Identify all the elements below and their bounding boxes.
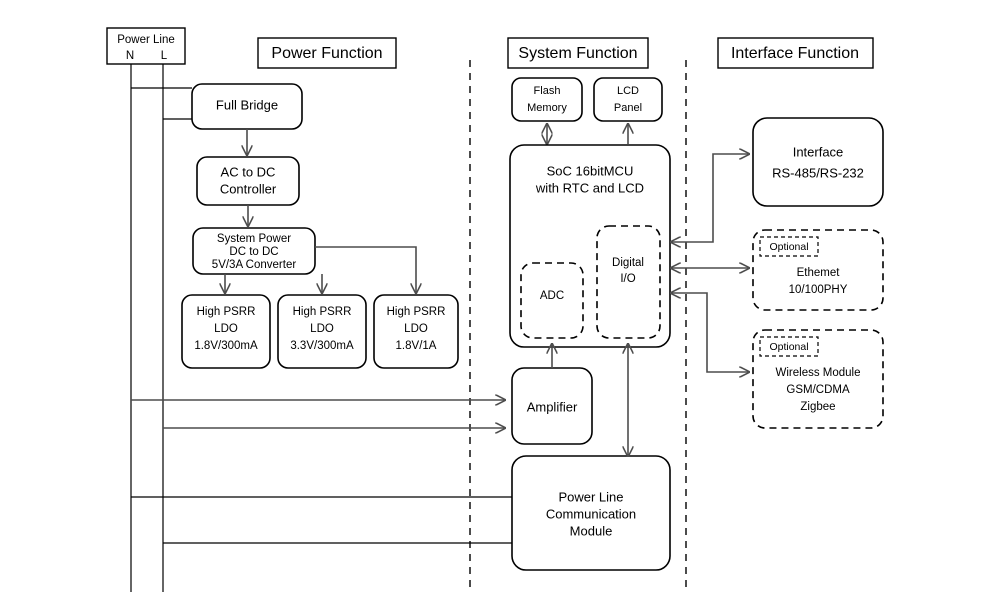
block-full-bridge-label: Full Bridge	[216, 97, 278, 112]
block-ldo2-line2: LDO	[310, 323, 334, 335]
block-ldo3-line1: High PSRR	[387, 306, 446, 318]
block-plc-line1: Power Line	[558, 489, 623, 504]
block-ldo3-line2: LDO	[404, 323, 428, 335]
section-title-interface: Interface Function	[717, 37, 874, 69]
block-lcd-line2: Panel	[614, 102, 642, 114]
section-title-power: Power Function	[257, 37, 397, 69]
block-plc-module[interactable]: Power Line Communication Module	[511, 455, 671, 571]
block-ldo2-line1: High PSRR	[293, 306, 352, 318]
block-amplifier-label: Amplifier	[527, 399, 578, 414]
block-ldo3-line3: 1.8V/1A	[396, 340, 437, 352]
block-interface-serial[interactable]: Interface RS-485/RS-232	[752, 117, 884, 207]
section-title-system-label: System Function	[518, 45, 637, 62]
section-title-system: System Function	[507, 37, 649, 69]
block-full-bridge[interactable]: Full Bridge	[191, 83, 303, 130]
block-plc-line2: Communication	[546, 506, 636, 521]
wire-digitalio-to-wireless	[671, 293, 749, 372]
block-plc-line3: Module	[570, 523, 613, 538]
block-interface-line2: RS-485/RS-232	[772, 165, 864, 180]
block-ac-to-dc-controller[interactable]: AC to DC Controller	[196, 156, 300, 206]
block-ldo1-line3: 1.8V/300mA	[194, 340, 258, 352]
block-adc-label: ADC	[540, 290, 564, 302]
section-title-power-label: Power Function	[271, 45, 382, 62]
block-ethernet-optional-badge: Optional	[769, 241, 808, 253]
block-ac-to-dc-line2: Controller	[220, 181, 277, 196]
block-system-power-converter[interactable]: System Power DC to DC 5V/3A Converter	[192, 227, 316, 275]
block-ldo-1v8-300ma[interactable]: High PSRR LDO 1.8V/300mA	[181, 294, 271, 369]
block-ldo1-line2: LDO	[214, 323, 238, 335]
block-flash-line2: Memory	[527, 102, 567, 114]
block-ldo2-line3: 3.3V/300mA	[290, 340, 354, 352]
block-flash-memory[interactable]: Flash Memory	[511, 77, 583, 122]
wire-syspower-to-ldo3	[315, 246, 416, 293]
block-ldo-3v3-300ma[interactable]: High PSRR LDO 3.3V/300mA	[277, 294, 367, 369]
power-line-source: Power Line N L	[106, 27, 186, 65]
block-ethernet-line1: Ethemet	[797, 267, 841, 279]
block-wireless-line3: Zigbee	[800, 401, 835, 413]
block-wireless-line2: GSM/CDMA	[786, 384, 850, 396]
block-ldo1-line1: High PSRR	[197, 306, 256, 318]
block-system-power-line1: System Power	[217, 233, 291, 245]
block-lcd-panel[interactable]: LCD Panel	[593, 77, 663, 122]
block-wireless-module[interactable]: Optional Wireless Module GSM/CDMA Zigbee	[752, 329, 884, 429]
block-wireless-optional-badge: Optional	[769, 341, 808, 353]
block-interface-line1: Interface	[793, 144, 844, 159]
block-ethernet-phy[interactable]: Optional Ethemet 10/100PHY	[752, 229, 884, 311]
block-digital-io-line2: I/O	[620, 273, 635, 285]
block-ethernet-line2: 10/100PHY	[789, 284, 848, 296]
block-ac-to-dc-line1: AC to DC	[221, 164, 276, 179]
block-system-power-line3: 5V/3A Converter	[212, 259, 297, 271]
power-line-terminal-n: N	[126, 50, 134, 62]
block-soc-line1: SoC 16bitMCU	[547, 163, 634, 178]
block-wireless-line1: Wireless Module	[776, 367, 861, 379]
block-ldo-1v8-1a[interactable]: High PSRR LDO 1.8V/1A	[373, 294, 459, 369]
block-lcd-line1: LCD	[617, 85, 639, 97]
section-title-interface-label: Interface Function	[731, 45, 859, 62]
block-soc-line2: with RTC and LCD	[535, 180, 644, 195]
block-flash-line1: Flash	[534, 85, 561, 97]
block-digital-io[interactable]: Digital I/O	[596, 225, 661, 339]
block-system-power-line2: DC to DC	[229, 246, 278, 258]
block-amplifier[interactable]: Amplifier	[511, 367, 593, 445]
block-digital-io-line1: Digital	[612, 257, 644, 269]
power-line-terminal-l: L	[161, 50, 168, 62]
block-adc[interactable]: ADC	[520, 262, 584, 339]
wire-digitalio-to-interface-serial	[671, 154, 749, 242]
power-line-label: Power Line	[117, 34, 175, 46]
